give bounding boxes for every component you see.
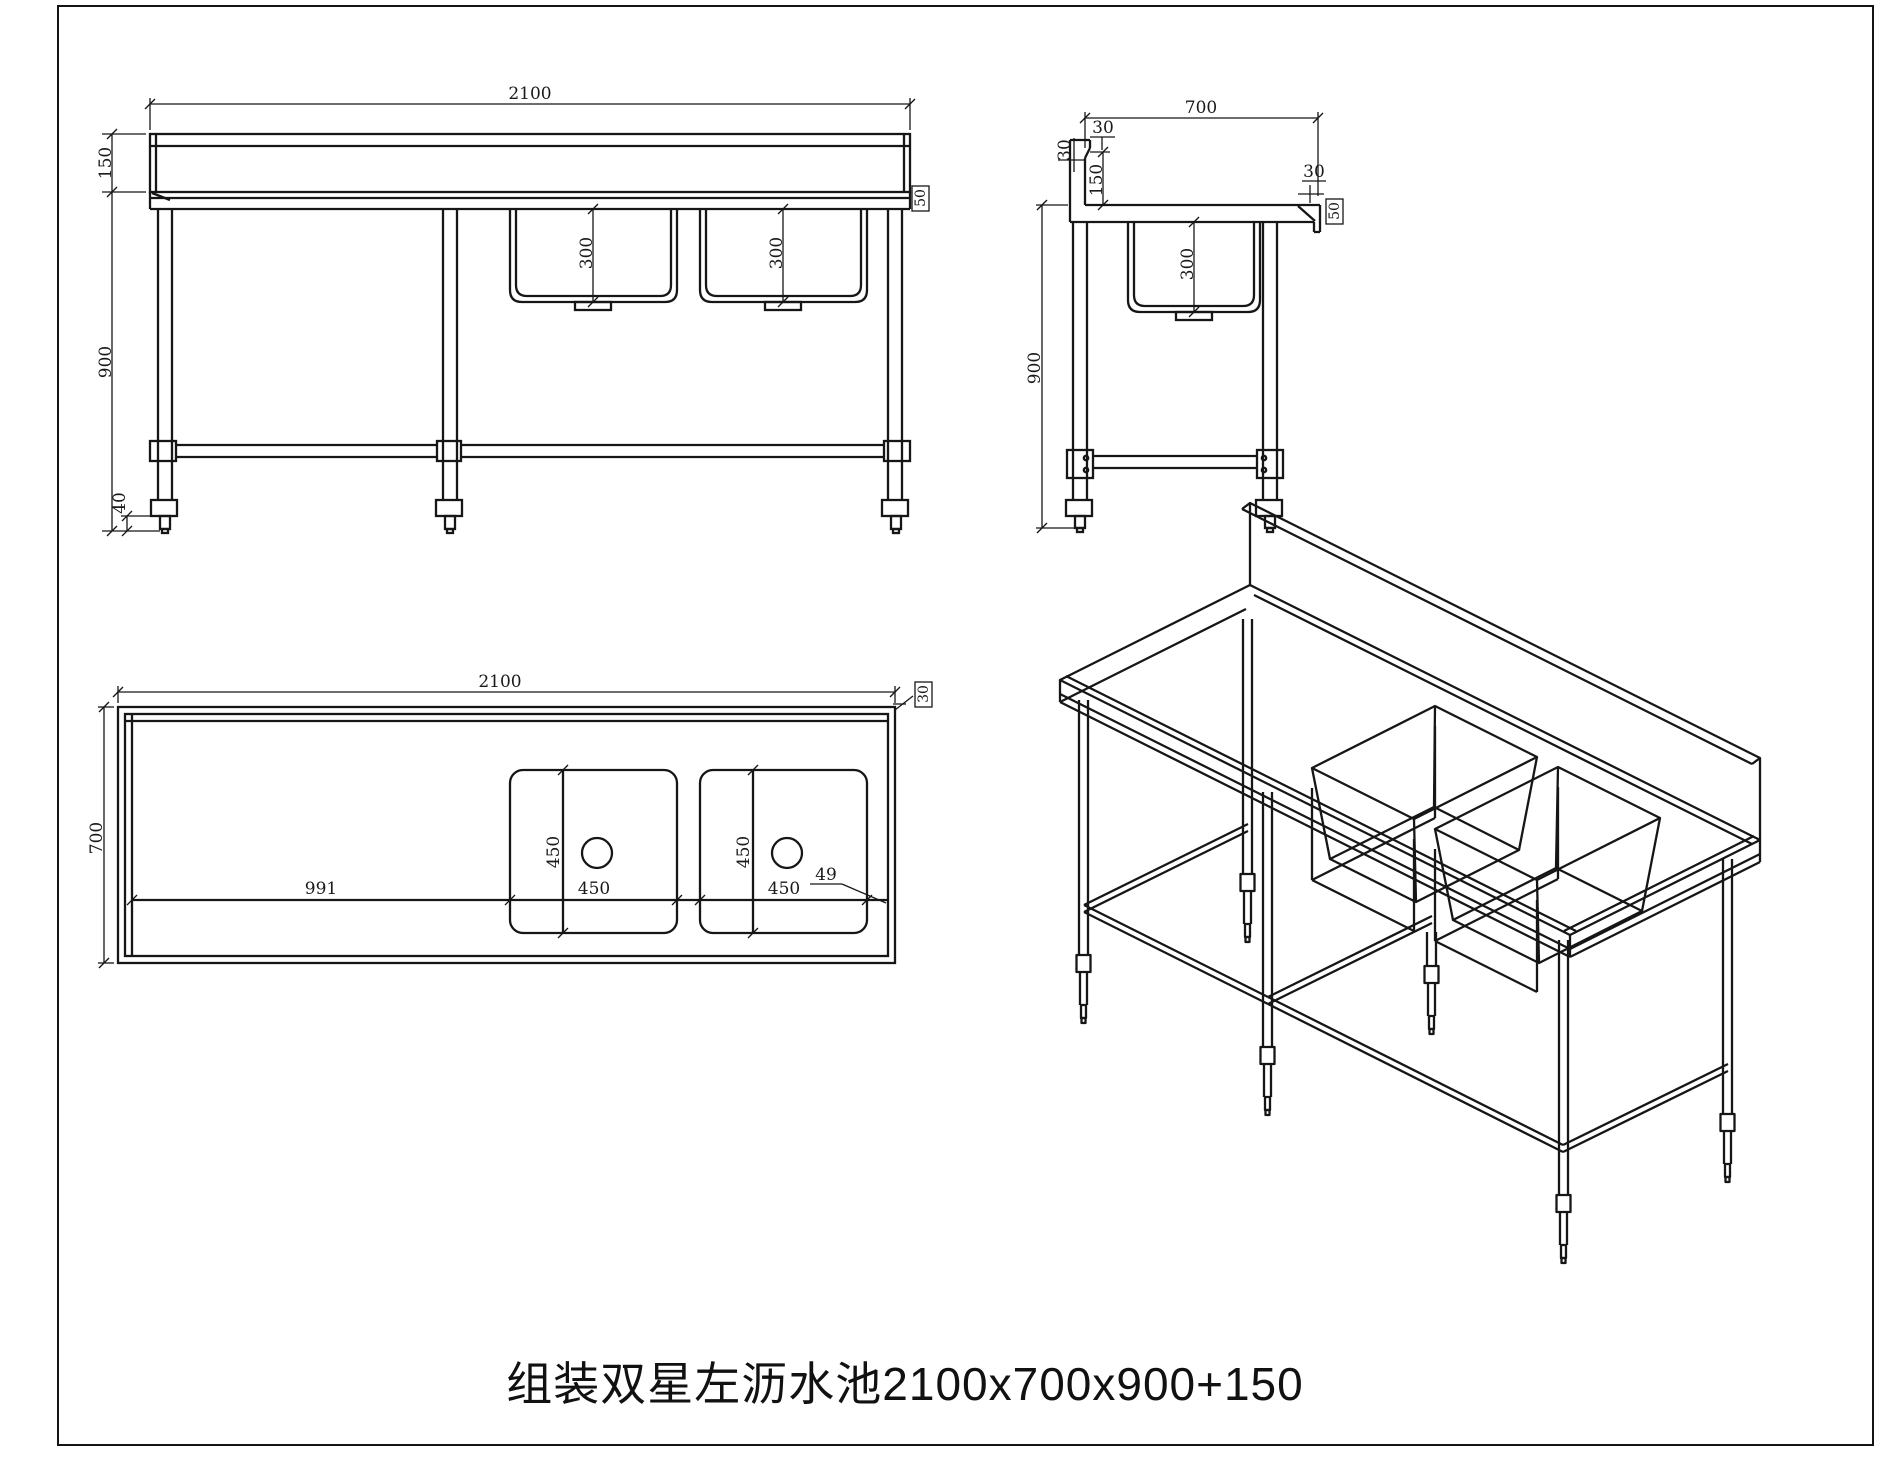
iso-tabletop — [1058, 583, 1762, 959]
side-dim-backsplash-label: 150 — [1087, 164, 1107, 196]
front-sink-1: 300 — [508, 203, 679, 312]
iso-rails — [1083, 822, 1729, 1154]
front-dim-backsplash: 150 — [96, 128, 146, 198]
front-countertop — [148, 191, 912, 211]
side-fold-top-label: 30 — [1092, 118, 1114, 138]
side-front-fold-detail: 30 50 — [1298, 162, 1344, 225]
front-dim-width-label: 2100 — [508, 84, 551, 104]
front-dim-foot-label: 40 — [110, 492, 130, 514]
plan-corner-gap: 49 — [810, 865, 887, 904]
plan-sink-2: 450 450 — [694, 764, 873, 939]
plan-dim-depth: 700 — [87, 701, 114, 969]
side-dim-height: 900 — [1025, 199, 1080, 534]
front-sink2-depth-label: 300 — [767, 237, 787, 269]
side-sink-depth-label: 300 — [1178, 248, 1198, 280]
front-elevation-view: 2100 50 — [96, 84, 930, 537]
side-elevation-view: 700 30 30 — [1025, 98, 1344, 534]
side-front-fold-label: 30 — [1303, 162, 1325, 182]
side-backsplash — [1068, 138, 1092, 222]
sheet-border — [57, 5, 1874, 1446]
side-countertop — [1070, 203, 1322, 234]
side-dim-height-label: 900 — [1025, 352, 1045, 384]
plan-edge-fold: 30 — [893, 681, 933, 711]
plan-edge-fold-label: 30 — [916, 685, 932, 703]
side-legs — [1064, 222, 1284, 534]
side-dim-backsplash: 150 — [1087, 146, 1110, 211]
side-cross-rail — [1065, 448, 1285, 480]
plan-sink2-length-label: 450 — [768, 879, 800, 899]
front-edge-height-box: 50 — [911, 185, 930, 212]
plan-counter-outline — [116, 705, 897, 965]
iso-front-legs — [1075, 698, 1572, 1265]
isometric-view — [1058, 501, 1762, 1265]
plan-sink2-width-label: 450 — [734, 836, 754, 868]
front-legs — [149, 209, 910, 535]
side-edge-height-label: 50 — [1327, 202, 1343, 220]
front-dim-width: 2100 — [144, 84, 916, 130]
front-dim-height: 900 — [96, 192, 160, 537]
plan-drainboard-label: 991 — [305, 879, 337, 899]
plan-sink1-length-label: 450 — [578, 879, 610, 899]
front-backsplash — [148, 132, 912, 194]
iso-backsplash — [1241, 501, 1762, 840]
plan-dim-depth-label: 700 — [87, 822, 107, 854]
plan-dim-width-label: 2100 — [478, 672, 521, 692]
front-dim-height-label: 900 — [96, 346, 116, 378]
front-dim-backsplash-label: 150 — [96, 147, 116, 179]
iso-sink-2 — [1433, 765, 1662, 994]
side-sink: 300 — [1126, 216, 1262, 322]
plan-view: 2100 700 30 — [87, 672, 933, 969]
plan-corner-gap-label: 49 — [815, 865, 837, 885]
iso-rear-middle-leg — [1423, 932, 1440, 1036]
side-fold-rear-label: 30 — [1055, 139, 1075, 161]
front-sink-2: 300 — [698, 203, 869, 312]
side-dim-depth-label: 700 — [1185, 98, 1217, 118]
drawing-title: 组装双星左沥水池2100x700x900+150 — [506, 1358, 1304, 1410]
front-edge-height-label: 50 — [913, 189, 929, 207]
side-dim-depth: 700 — [1079, 98, 1324, 196]
front-dim-foot: 40 — [110, 492, 150, 537]
side-fold-detail: 30 30 — [1055, 118, 1115, 172]
front-sink1-depth-label: 300 — [577, 237, 597, 269]
plan-sink1-width-label: 450 — [544, 836, 564, 868]
plan-sink-1: 450 450 — [508, 764, 683, 939]
plan-dim-width: 2100 — [112, 672, 901, 703]
iso-sink-1 — [1310, 704, 1539, 933]
front-cross-rails — [148, 439, 912, 463]
